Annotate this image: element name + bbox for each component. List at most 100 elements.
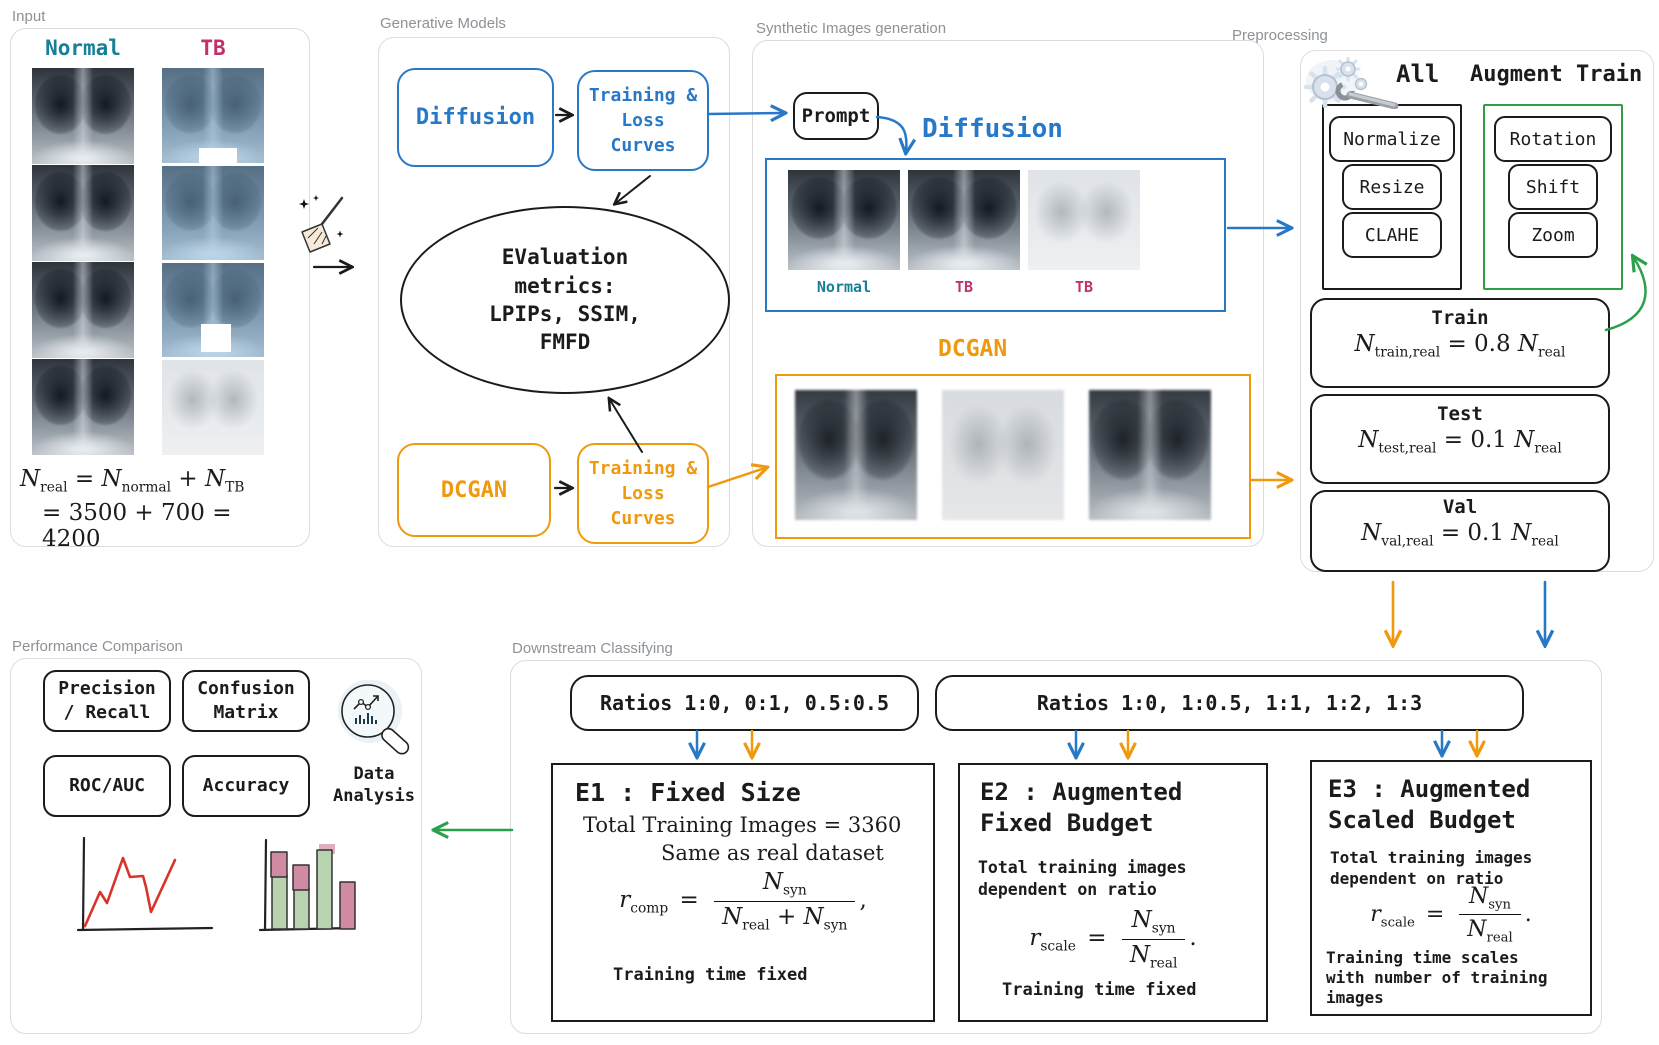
formula-var: N xyxy=(1514,427,1535,453)
val-split-box: Val Nval,real = 0.1 Nreal xyxy=(1310,490,1610,572)
e3-formula: rscale = Nsyn Nreal . xyxy=(1312,884,1590,946)
xray-image xyxy=(788,170,900,270)
xray-image xyxy=(162,68,264,163)
formula-sub: scale xyxy=(1040,938,1076,955)
formula-tail: . xyxy=(1189,925,1197,952)
xray-image xyxy=(795,390,917,520)
formula-sub: syn xyxy=(782,882,807,899)
op-zoom: Zoom xyxy=(1508,212,1598,258)
formula-op: + xyxy=(178,466,198,492)
split-title: Test xyxy=(1437,403,1483,425)
split-formula: Nval,real = 0.1 Nreal xyxy=(1312,520,1608,550)
split-formula: Ntest,real = 0.1 Nreal xyxy=(1312,427,1608,457)
metric-accuracy: Accuracy xyxy=(182,755,310,817)
magnifier-chart-icon xyxy=(338,680,410,755)
formula-sub: train,real xyxy=(1374,344,1441,361)
op-normalize: Normalize xyxy=(1329,116,1455,162)
input-column-normal: Normal xyxy=(45,36,121,60)
op-clahe: CLAHE xyxy=(1342,212,1442,258)
downstream-panel-label: Downstream Classifying xyxy=(512,640,673,657)
e1-title: E1 : Fixed Size xyxy=(575,778,801,807)
broom-sparkle-icon xyxy=(299,195,344,253)
formula-var: N xyxy=(1358,427,1379,453)
synthetic-diffusion-heading: Diffusion xyxy=(922,114,1063,144)
formula-sub: real xyxy=(742,917,770,934)
formula-var: r xyxy=(1029,925,1041,952)
synthetic-dcgan-heading: DCGAN xyxy=(938,336,1008,362)
op-shift: Shift xyxy=(1508,164,1598,210)
e3-body: Total training images dependent on ratio xyxy=(1330,848,1533,888)
formula-sub: real xyxy=(1149,955,1178,972)
formula-var: N xyxy=(803,903,824,930)
test-split-box: Test Ntest,real = 0.1 Nreal xyxy=(1310,394,1610,484)
formula-sub: syn xyxy=(823,917,848,934)
line-chart-sketch xyxy=(76,836,214,932)
metric-precision-recall: Precision / Recall xyxy=(43,670,171,732)
formula-tail: , xyxy=(859,887,867,914)
xray-image xyxy=(162,166,264,260)
e2-note: Training time fixed xyxy=(1002,980,1197,1000)
xray-image xyxy=(162,360,264,455)
formula-var: N xyxy=(1361,520,1382,546)
e1-line2: Same as real dataset xyxy=(661,841,884,865)
e3-note: Training time scales with number of trai… xyxy=(1326,948,1548,1007)
xray-image xyxy=(942,390,1064,520)
formula-var: N xyxy=(1129,941,1150,968)
result-chart-sketches xyxy=(76,836,356,932)
e2-title: E2 : Augmented Fixed Budget xyxy=(980,778,1183,838)
formula-var: N xyxy=(1131,907,1152,933)
formula-tail: . xyxy=(1524,901,1532,927)
input-panel-label: Input xyxy=(12,8,46,25)
formula-var: N xyxy=(1354,331,1375,357)
op-rotation: Rotation xyxy=(1494,116,1612,162)
formula-var: N xyxy=(762,869,783,895)
input-column-tb: TB xyxy=(200,36,226,60)
xray-image xyxy=(32,262,134,358)
e2-formula: rscale = Nsyn Nreal . xyxy=(960,907,1266,971)
metric-confusion-matrix: Confusion Matrix xyxy=(182,670,310,732)
ratios-e1-box: Ratios 1:0, 0:1, 0.5:0.5 xyxy=(570,675,919,731)
gear-wrench-icon xyxy=(1303,57,1399,109)
all-heading: All xyxy=(1396,60,1440,88)
evaluation-metrics-ellipse: EValuation metrics: LPIPs, SSIM, FMFD xyxy=(400,206,730,394)
formula-var: N xyxy=(1511,520,1532,546)
formula-var: N xyxy=(20,466,41,492)
xray-image xyxy=(1089,390,1211,520)
dcgan-node: DCGAN xyxy=(397,443,551,537)
e1-formula: rcomp = Nsyn Nreal + Nsyn , xyxy=(553,869,933,933)
ratios-e23-box: Ratios 1:0, 1:0.5, 1:1, 1:2, 1:3 xyxy=(935,675,1524,731)
bar-chart-sketch xyxy=(258,838,356,932)
formula-var: N xyxy=(101,466,122,492)
formula-op: + xyxy=(776,903,797,930)
metric-roc-auc: ROC/AUC xyxy=(43,755,171,817)
formula-sub: real xyxy=(40,479,68,496)
formula-sub: syn xyxy=(1488,897,1511,913)
formula-op: = 0.1 xyxy=(1440,520,1504,546)
sample-label: TB xyxy=(954,278,974,296)
formula-sub: syn xyxy=(1151,920,1176,937)
formula-sub: real xyxy=(1531,533,1559,550)
formula-op: = xyxy=(74,466,95,492)
formula-sub: val,real xyxy=(1381,533,1434,550)
input-dataset-formula: Nreal = Nnormal + NTB = 3500 + 700 = 420… xyxy=(20,466,292,552)
preprocessing-panel-label: Preprocessing xyxy=(1232,27,1328,44)
formula-var: N xyxy=(1469,884,1489,909)
formula-sub: real xyxy=(1534,440,1562,457)
diffusion-node: Diffusion xyxy=(397,68,554,167)
formula-sub: scale xyxy=(1380,915,1415,931)
formula-sub: real xyxy=(1486,930,1513,946)
training-loss-curves-diffusion-node: Training & Loss Curves xyxy=(577,70,709,171)
formula-sub: real xyxy=(1538,344,1566,361)
xray-image xyxy=(32,359,134,455)
xray-image xyxy=(32,68,134,164)
augment-ops-box xyxy=(1483,104,1623,290)
formula-line2: = 3500 + 700 = 4200 xyxy=(42,499,232,552)
split-formula: Ntrain,real = 0.8 Nreal xyxy=(1312,331,1608,361)
formula-op: = 0.8 xyxy=(1447,331,1511,357)
xray-image xyxy=(162,263,264,357)
e2-body: Total training images dependent on ratio xyxy=(978,858,1187,900)
prompt-node: Prompt xyxy=(793,92,879,140)
synthetic-panel-label: Synthetic Images generation xyxy=(756,20,947,37)
training-loss-curves-dcgan-node: Training & Loss Curves xyxy=(577,443,709,544)
